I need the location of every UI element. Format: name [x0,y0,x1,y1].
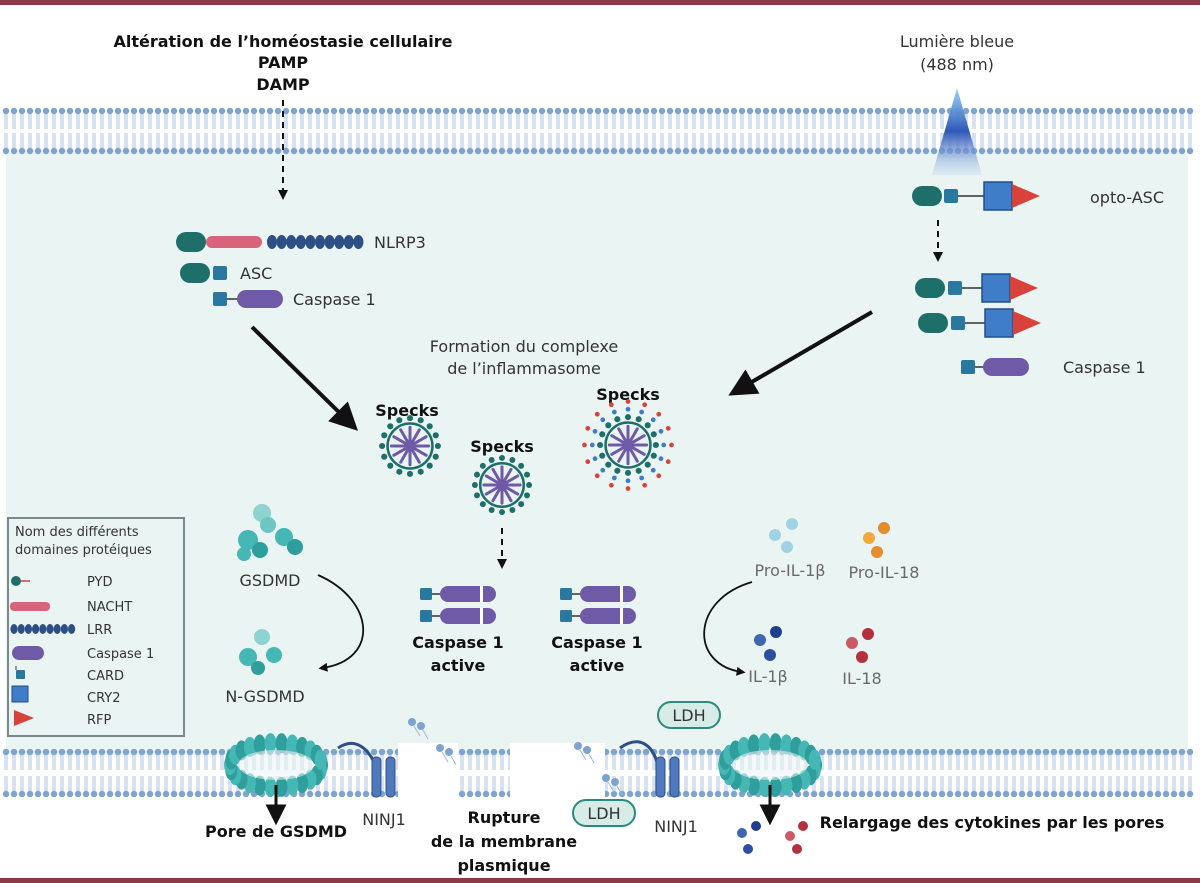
legend-title-1: Nom des différents [15,525,139,540]
legend-card-icon [15,666,25,679]
opto-asc-protein-3 [918,308,1041,338]
nlrp3-protein [176,232,364,252]
rupture-caption-1: Rupture [468,808,541,827]
pro-il18-cytokine-dots [863,522,890,558]
stimulus-label: Altération de l’homéostasie cellulaire [113,32,452,51]
speck-icon [582,399,674,491]
blue-light-label: Lumière bleue [900,32,1014,51]
il1b-label: IL-1β [748,667,788,686]
active-caspase-label-1b: active [431,656,486,675]
ninj1-icon [337,741,396,798]
release-caption: Relargage des cytokines par les pores [820,813,1165,832]
pamp-label: PAMP [258,53,309,72]
specks-label-2: Specks [470,437,533,456]
membrane-rupture-gap-2 [510,743,605,801]
legend-box: Nom des différents domaines protéiques P… [7,517,185,737]
asc-protein [180,263,227,283]
legend-title-2: domaines protéiques [15,543,152,558]
ldh-outside-label: LDH [587,804,620,823]
legend-pyd-icon [11,576,30,586]
active-caspase-label-2: Caspase 1 [551,633,642,652]
specks-label-1: Specks [375,401,438,420]
speck-icon [379,415,441,477]
plasma-membrane-top [2,107,1194,155]
ninj1-icon [619,740,680,798]
gsdmd-label: GSDMD [240,571,301,590]
arrow-to-specks-left [250,325,359,431]
bottom-frame-line [0,878,1200,883]
il1b-cytokine-dots [754,626,782,661]
pro-il1b-cytokine-dots [769,518,798,553]
opto-asc-protein [912,181,1040,211]
ldh-inside-label: LDH [672,706,705,725]
active-caspase-label-2b: active [570,656,625,675]
cytoplasm [6,150,1188,755]
legend-item-lrr: LRR [87,623,112,638]
active-caspase-label-1: Caspase 1 [412,633,503,652]
legend-caspase-icon [12,646,44,660]
complex-formation-label-2: de l’inflammasome [447,359,601,378]
specks-label-3: Specks [596,385,659,404]
legend-item-nacht: NACHT [87,600,132,615]
caspase1-protein-right [961,358,1029,376]
legend-item-card: CARD [87,669,124,684]
gsdmd-icon [237,504,303,561]
released-cytokine-dots [737,821,808,854]
nlrp3-label: NLRP3 [374,233,426,252]
caspase1-protein-left [213,290,283,308]
caspase1-left-label: Caspase 1 [293,290,376,309]
pore-caption: Pore de GSDMD [205,822,347,841]
legend-item-cry2: CRY2 [87,691,121,706]
n-gsdmd-label: N-GSDMD [225,687,304,706]
lipid-fragment-icon [408,718,623,796]
rupture-caption-2: de la membrane [431,832,577,851]
damp-label: DAMP [256,75,310,94]
arrow-to-specks-right [728,310,874,396]
ninj1-left-label: NINJ1 [362,810,406,829]
legend-cry2-icon [11,685,29,703]
legend-lrr-icon [10,624,76,634]
ldh-inside-badge [657,701,721,729]
il18-cytokine-dots [846,628,874,663]
il18-label: IL-18 [842,669,881,688]
speck-icon [471,454,533,516]
rupture-caption-3: plasmique [457,856,550,875]
asc-label: ASC [240,264,272,283]
gsdmd-cleavage-arrow [317,574,365,672]
legend-rfp-icon [14,710,34,726]
gsdmd-pore-icon [224,733,328,797]
legend-item-rfp: RFP [87,713,112,728]
pro-il1b-label: Pro-IL-1β [755,561,826,580]
active-caspase1-dimer [420,586,496,624]
active-caspase1-dimer [560,586,636,624]
legend-item-pyd: PYD [87,575,113,590]
n-gsdmd-icon [239,629,282,675]
top-frame-line [0,0,1200,5]
ldh-outside-badge [572,799,636,827]
caspase1-right-label: Caspase 1 [1063,358,1146,377]
light-beam-icon [932,88,982,175]
pro-il18-label: Pro-IL-18 [849,563,920,582]
complex-formation-label: Formation du complexe [430,337,618,356]
legend-nacht-icon [10,602,50,611]
opto-asc-protein-2 [915,273,1038,303]
blue-light-wavelength: (488 nm) [920,55,994,74]
opto-asc-label: opto-ASC [1090,188,1164,207]
il1b-cleavage-arrow [703,581,753,676]
legend-item-caspase: Caspase 1 [87,647,154,662]
gsdmd-pore-icon [718,733,822,797]
ninj1-right-label: NINJ1 [654,817,698,836]
